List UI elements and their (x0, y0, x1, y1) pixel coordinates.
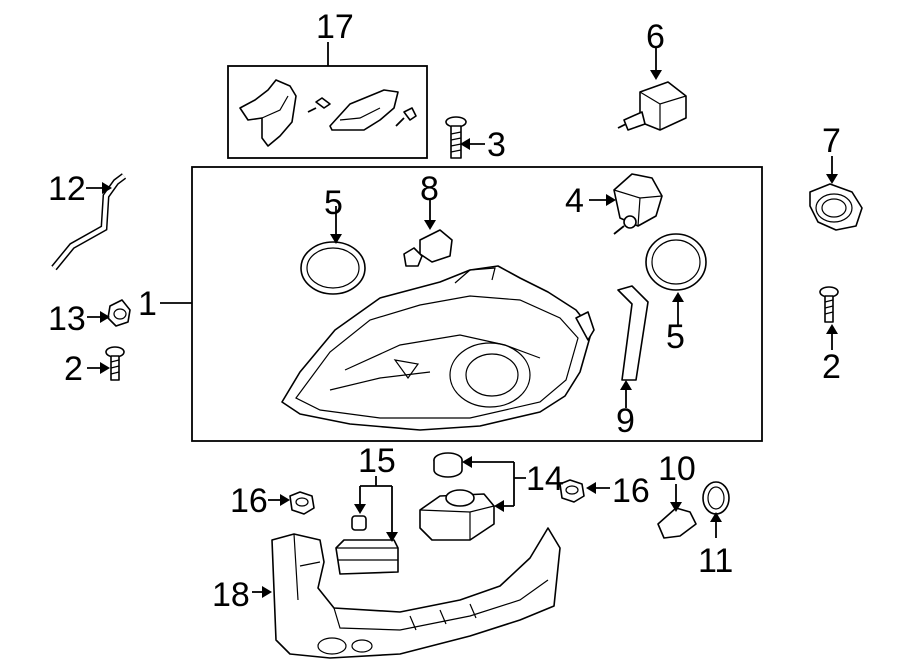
callout-12: 12 (48, 170, 86, 208)
xenon-bulb-icon[interactable] (617, 81, 687, 131)
callout-8: 8 (420, 170, 439, 208)
nut-icon[interactable] (559, 479, 585, 503)
leader-lines (86, 42, 838, 598)
washer-hose-icon[interactable] (51, 173, 127, 271)
callout-13: 13 (48, 300, 86, 338)
callout-16-right: 16 (612, 472, 650, 510)
callout-11: 11 (698, 542, 733, 580)
callout-10: 10 (658, 450, 696, 488)
headlamp-assembly-icon[interactable] (281, 265, 595, 431)
callout-18: 18 (212, 576, 250, 614)
control-module-icon[interactable] (335, 515, 399, 575)
grommet-icon[interactable] (107, 299, 131, 327)
ballast-icon[interactable] (433, 452, 463, 478)
bolt-icon[interactable] (445, 116, 467, 159)
callout-2-right: 2 (822, 348, 841, 386)
callout-14: 14 (526, 460, 564, 498)
callout-17: 17 (316, 8, 354, 46)
bulb-socket-icon[interactable] (403, 229, 453, 267)
callout-5-right: 5 (666, 318, 685, 356)
mounting-bracket-icon[interactable] (271, 527, 561, 659)
wedge-bulb-icon[interactable] (657, 507, 697, 539)
screw-icon[interactable] (105, 346, 125, 381)
callout-16-left: 16 (230, 482, 268, 520)
seal-cap-icon[interactable] (645, 233, 707, 291)
callout-6: 6 (646, 18, 665, 56)
trim-strip-icon[interactable] (617, 285, 649, 381)
socket-icon[interactable] (702, 481, 730, 515)
callout-15: 15 (358, 442, 396, 480)
ballast-icon[interactable] (419, 489, 495, 541)
seal-cap-icon[interactable] (300, 241, 366, 295)
nut-icon[interactable] (289, 491, 315, 515)
callout-3: 3 (487, 126, 506, 164)
screw-icon[interactable] (819, 286, 839, 323)
leveling-motor-icon[interactable] (613, 173, 663, 235)
callout-1: 1 (138, 285, 157, 323)
callout-2-left: 2 (64, 350, 83, 388)
callout-4: 4 (565, 182, 584, 220)
retaining-ring-icon[interactable] (809, 183, 863, 231)
callout-7: 7 (822, 122, 841, 160)
callout-5-left: 5 (324, 184, 343, 222)
headlamp-group-box (191, 166, 763, 442)
callout-9: 9 (616, 402, 635, 440)
bracket-kit-icon[interactable] (239, 79, 417, 147)
